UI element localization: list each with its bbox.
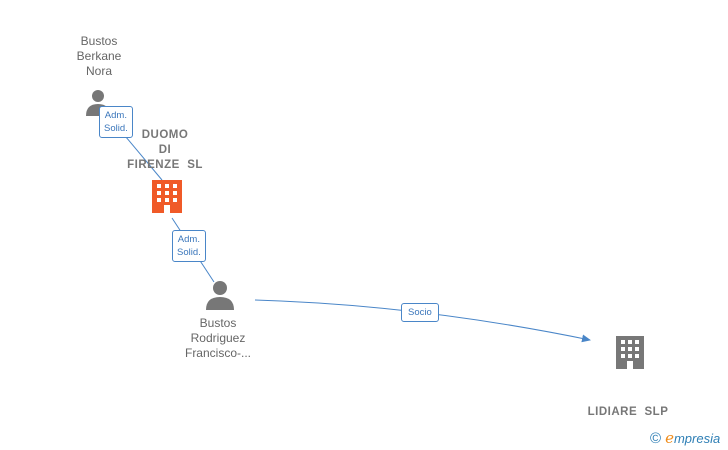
copyright-icon: © [650,430,662,447]
edge-label-line: Solid. [104,123,128,134]
edge-label-socio: Socio [401,303,439,322]
label-line: DUOMO [141,129,189,141]
person-icon[interactable] [206,281,234,310]
edge-label-adm-solid: Adm. Solid. [172,230,206,262]
brand-initial: e [665,429,674,447]
empresia-logo: ©empresia [650,429,720,447]
edge-label-line: Solid. [177,247,201,258]
edge-label-line: Socio [408,307,432,318]
brand-name: mpresia [673,431,721,446]
node-label-duomo[interactable]: DUOMO DI FIRENZE SL [120,128,210,173]
label-line: Francisco-... [184,346,251,360]
building-icon[interactable] [616,336,644,369]
edge-label-line: Adm. [177,234,200,245]
label-line: Berkane [76,49,122,63]
node-label-bustos-rodriguez[interactable]: Bustos Rodriguez Francisco-... [176,316,260,361]
node-label-bustos-berkane[interactable]: Bustos Berkane Nora [68,34,130,79]
label-line: Bustos [80,34,118,48]
label-line: LIDIARE SLP [587,406,669,418]
label-line: Nora [85,64,112,78]
node-label-lidiare[interactable]: LIDIARE SLP [580,375,676,435]
edge-label-line: Adm. [104,110,127,121]
edge-label-adm-solid: Adm. Solid. [99,106,133,138]
label-line: Rodriguez [190,331,246,345]
label-line: DI [158,144,172,156]
building-icon[interactable] [152,180,182,213]
label-line: Bustos [199,316,237,330]
label-line: FIRENZE SL [127,159,203,171]
